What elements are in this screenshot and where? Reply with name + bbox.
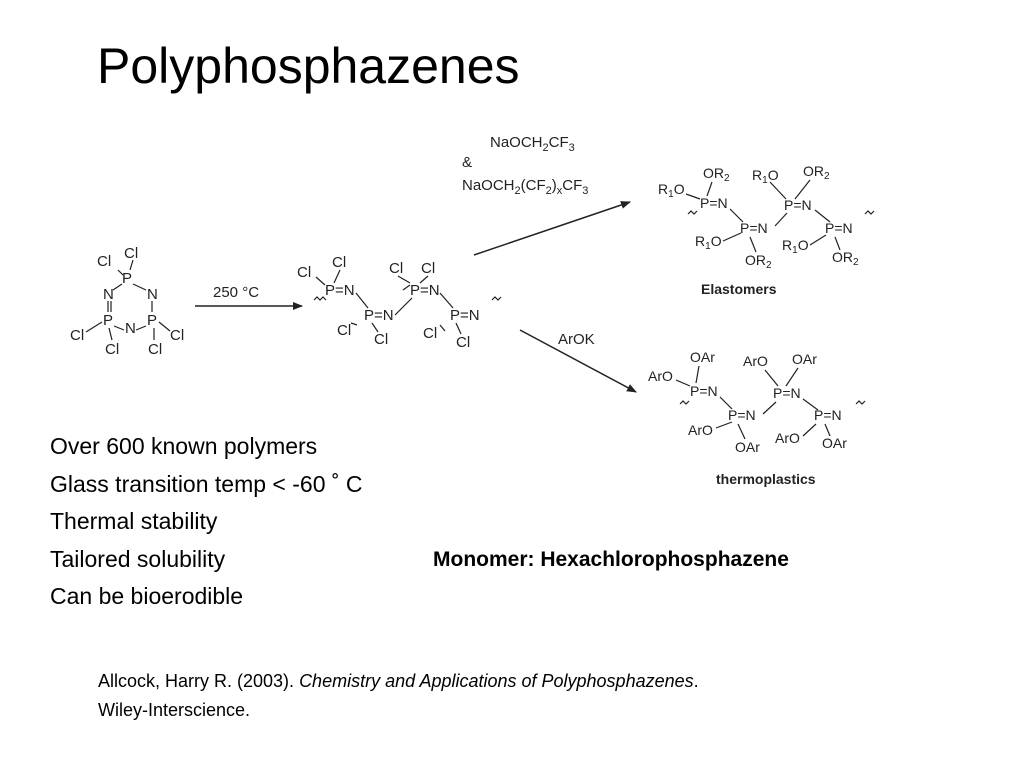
elastomer-structure: R1O OR2 P=N R1O OR2 P=N P=N P=N R1O OR2 … [658, 163, 875, 271]
trimer-cl-left: Cl [70, 327, 84, 344]
trimer-n-bottom: N [125, 320, 136, 337]
cyclic-trimer-structure: Cl Cl P N N P N P Cl Cl Cl Cl [70, 245, 184, 358]
monomer-caption: Monomer: Hexachlorophosphazene [433, 548, 789, 571]
el-pn-4: P=N [825, 220, 853, 236]
thermoplastics-label: thermoplastics [716, 471, 816, 487]
slide-title: Polyphosphazenes [97, 38, 520, 94]
tp-pn-3: P=N [728, 407, 756, 423]
upper-reagent-2: NaOCH2(CF2)xCF3 [462, 177, 588, 197]
pdcp-cl-2: Cl [332, 254, 346, 271]
reference-author-year: Allcock, Harry R. (2003). [98, 671, 300, 691]
trimer-cl-bottom-right: Cl [148, 341, 162, 358]
trimer-p-top: P [122, 270, 132, 287]
tp-aro-1: ArO [648, 368, 673, 384]
tp-pn-4: P=N [814, 407, 842, 423]
el-pn-1: P=N [700, 195, 728, 211]
el-r1o-2: R1O [752, 167, 779, 186]
el-r1o-4: R1O [782, 237, 809, 256]
property-list: Over 600 known polymers Glass transition… [50, 428, 363, 616]
reference-book-title: Chemistry and Applications of Polyphosph… [299, 671, 694, 691]
tp-aro-3: ArO [688, 422, 713, 438]
reference-publisher: Wiley-Interscience. [98, 700, 251, 720]
trimer-n-left: N [103, 286, 114, 303]
polydichlorophosphazene-structure: Cl Cl P=N P=N Cl Cl Cl Cl P=N P=N Cl Cl [297, 254, 502, 351]
trimer-p-left: P [103, 312, 113, 329]
tp-oar-3: OAr [735, 439, 760, 455]
arrow-upper-route [473, 201, 631, 256]
el-r1o-1: R1O [658, 181, 685, 200]
el-or2-2: OR2 [803, 163, 830, 182]
el-pn-2: P=N [784, 197, 812, 213]
upper-reagent-connector: & [462, 154, 472, 171]
el-pn-3: P=N [740, 220, 768, 236]
reference-period: . [693, 671, 699, 691]
el-r1o-3: R1O [695, 233, 722, 252]
property-item: Glass transition temp < -60 ˚ C [50, 470, 363, 497]
trimer-cl-bottom-left: Cl [105, 341, 119, 358]
tp-aro-2: ArO [743, 353, 768, 369]
pdcp-cl-1: Cl [297, 264, 311, 281]
property-item: Over 600 known polymers [50, 433, 318, 459]
tp-oar-4: OAr [822, 435, 847, 451]
tp-pn-2: P=N [773, 385, 801, 401]
reference: Allcock, Harry R. (2003). Chemistry and … [98, 667, 699, 725]
trimer-cl-top-left: Cl [97, 253, 111, 270]
pdcp-cl-4: Cl [374, 331, 388, 348]
property-item: Thermal stability [50, 508, 218, 534]
property-item: Tailored solubility [50, 545, 226, 572]
pdcp-cl-7: Cl [423, 325, 437, 342]
tp-oar-1: OAr [690, 349, 715, 365]
pdcp-cl-8: Cl [456, 334, 470, 351]
tp-aro-4: ArO [775, 430, 800, 446]
lower-reagent: ArOK [558, 331, 595, 348]
elastomers-label: Elastomers [701, 281, 777, 297]
thermoplastic-structure: OAr ArO P=N ArO OAr P=N P=N P=N ArO OAr … [648, 349, 866, 455]
trimer-p-right: P [147, 312, 157, 329]
trimer-cl-top-right: Cl [124, 245, 138, 262]
pdcp-pn-4: P=N [450, 307, 480, 324]
pdcp-cl-5: Cl [389, 260, 403, 277]
tp-pn-1: P=N [690, 383, 718, 399]
pdcp-cl-3: Cl [337, 322, 351, 339]
property-item: Can be bioerodible [50, 583, 244, 609]
pdcp-pn-1: P=N [325, 282, 355, 299]
el-or2-3: OR2 [745, 252, 772, 271]
tp-oar-2: OAr [792, 351, 817, 367]
upper-reagent-1: NaOCH2CF3 [490, 134, 575, 154]
pdcp-pn-3: P=N [410, 282, 440, 299]
step1-condition: 250 °C [213, 284, 259, 301]
el-or2-1: OR2 [703, 165, 730, 184]
arrow-lower-route [519, 329, 637, 393]
reference-line-1: Allcock, Harry R. (2003). Chemistry and … [98, 667, 699, 696]
trimer-n-right: N [147, 286, 158, 303]
pdcp-pn-2: P=N [364, 307, 394, 324]
trimer-cl-right: Cl [170, 327, 184, 344]
pdcp-cl-6: Cl [421, 260, 435, 277]
el-or2-4: OR2 [832, 249, 859, 268]
